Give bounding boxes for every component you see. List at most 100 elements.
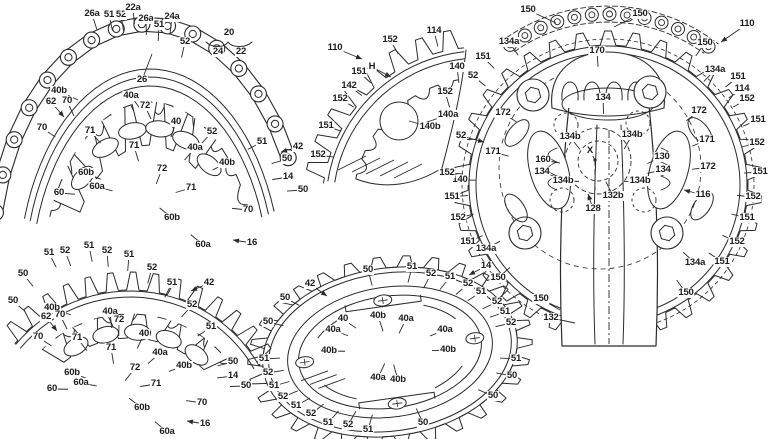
ref-label-134b: 134b: [620, 129, 644, 141]
ref-label-151: 151: [751, 166, 769, 178]
ref-label-40a: 40a: [186, 142, 204, 154]
ref-label-70: 70: [35, 122, 49, 134]
ref-label-40b: 40b: [439, 344, 457, 356]
ref-label-130: 130: [653, 151, 671, 163]
ref-label-52: 52: [178, 36, 192, 48]
ref-label-51: 51: [509, 353, 523, 365]
ref-label-x: X: [585, 145, 595, 157]
ref-label-150: 150: [519, 4, 537, 16]
ref-label-50: 50: [361, 264, 375, 276]
ref-label-140b: 140b: [418, 121, 442, 133]
ref-label-128: 128: [584, 203, 602, 215]
figure-oval-chainring: [247, 255, 533, 439]
ref-label-52: 52: [454, 130, 468, 142]
ref-label-40b: 40b: [369, 310, 387, 322]
ref-label-51: 51: [405, 261, 419, 273]
ref-label-40a: 40a: [436, 324, 454, 336]
ref-label-60: 60: [45, 383, 59, 395]
ref-label-72: 72: [128, 362, 142, 374]
ref-label-152: 152: [309, 149, 327, 161]
ref-label-42: 42: [303, 278, 317, 290]
ref-label-62: 62: [44, 96, 58, 108]
ref-label-134: 134: [654, 164, 672, 176]
ref-label-70: 70: [241, 204, 255, 216]
ref-label-51: 51: [474, 286, 488, 298]
ref-label-152: 152: [436, 86, 454, 98]
ref-label-134: 134: [533, 166, 551, 178]
ref-label-52: 52: [261, 367, 275, 379]
ref-label-134a: 134a: [683, 257, 707, 269]
ref-label-152: 152: [331, 93, 349, 105]
ref-label-140a: 140a: [436, 109, 460, 121]
ref-label-71: 71: [184, 182, 198, 194]
ref-label-151: 151: [459, 236, 477, 248]
ref-label-52: 52: [461, 278, 475, 290]
ref-label-134b: 134b: [551, 175, 575, 187]
ref-label-151: 151: [317, 120, 335, 132]
ref-label-52: 52: [276, 391, 290, 403]
ref-label-152: 152: [748, 137, 766, 149]
ref-label-22a: 22a: [124, 2, 142, 14]
ref-label-51: 51: [321, 417, 335, 429]
ref-label-40: 40: [169, 116, 183, 128]
ref-label-151: 151: [738, 212, 756, 224]
ref-label-151: 151: [749, 114, 767, 126]
ref-label-71: 71: [149, 378, 163, 390]
ref-label-150: 150: [696, 37, 714, 49]
ref-label-51: 51: [443, 271, 457, 283]
ref-label-171: 171: [698, 134, 716, 146]
ref-label-51: 51: [102, 9, 116, 21]
ref-label-150: 150: [677, 287, 695, 299]
ref-label-70: 70: [195, 397, 209, 409]
ref-label-40: 40: [137, 328, 151, 340]
ref-label-52: 52: [58, 245, 72, 257]
ref-label-52: 52: [145, 262, 159, 274]
ref-label-71: 71: [83, 125, 97, 137]
ref-label-16: 16: [198, 418, 212, 430]
ref-label-14: 14: [479, 260, 493, 272]
ref-label-51: 51: [82, 240, 96, 252]
ref-label-40a: 40a: [101, 306, 119, 318]
ref-label-40a: 40a: [151, 347, 169, 359]
ref-label-50: 50: [261, 316, 275, 328]
ref-label-60: 60: [52, 187, 66, 199]
ref-label-72: 72: [155, 163, 169, 175]
ref-label-50: 50: [239, 380, 253, 392]
ref-label-62: 62: [39, 311, 53, 323]
ref-label-52: 52: [466, 70, 480, 82]
ref-label-51: 51: [257, 353, 271, 365]
ref-label-40a: 40a: [324, 324, 342, 336]
ref-label-26a: 26a: [137, 13, 155, 25]
ref-label-171: 171: [484, 146, 502, 158]
ref-label-150: 150: [532, 293, 550, 305]
ref-label-51: 51: [204, 321, 218, 333]
ref-label-60a: 60a: [88, 181, 106, 193]
ref-label-52: 52: [504, 317, 518, 329]
ref-label-114: 114: [733, 83, 751, 95]
ref-label-114: 114: [425, 25, 443, 37]
ref-label-51: 51: [42, 247, 56, 259]
ref-label-50: 50: [278, 292, 292, 304]
ref-label-14: 14: [281, 171, 295, 183]
figure-chainring-arc-perspective: [6, 271, 272, 371]
ref-label-42: 42: [291, 141, 305, 153]
ref-label-60a: 60a: [194, 239, 212, 251]
ref-label-142: 142: [340, 80, 358, 92]
ref-label-52: 52: [490, 296, 504, 308]
ref-label-110: 110: [326, 42, 344, 54]
ref-label-134b: 134b: [558, 131, 582, 143]
ref-label-50: 50: [296, 184, 310, 196]
ref-label-110: 110: [738, 18, 756, 30]
ref-label-150: 150: [631, 8, 649, 20]
ref-label-52: 52: [341, 419, 355, 431]
ref-label-152: 152: [744, 191, 762, 203]
ref-label-134a: 134a: [497, 36, 521, 48]
ref-label-51: 51: [255, 136, 269, 148]
ref-label-60a: 60a: [158, 426, 176, 438]
ref-label-152: 152: [738, 93, 756, 105]
ref-label-51: 51: [361, 424, 375, 436]
ref-label-71: 71: [104, 342, 118, 354]
ref-label-24: 24: [211, 46, 225, 58]
ref-label-51: 51: [267, 380, 281, 392]
ref-label-50: 50: [16, 268, 30, 280]
